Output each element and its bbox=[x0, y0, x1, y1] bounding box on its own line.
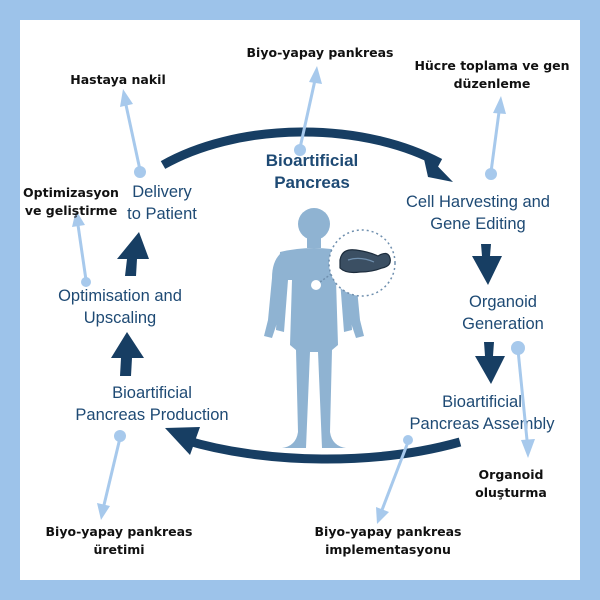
annotation-uretimi-line-1: Biyo-yapay pankreas bbox=[46, 524, 193, 539]
annotation-hucre-toplama-line-1: Hücre toplama ve gen bbox=[414, 58, 569, 73]
annotation-optimizasyon-line-1: Optimizasyon bbox=[23, 185, 119, 200]
stage-delivery-line-2: to Patient bbox=[127, 205, 197, 223]
cycle-arrow-up-1 bbox=[111, 332, 144, 376]
pancreas-icon bbox=[339, 249, 391, 274]
annotation-optimizasyon-line-2: ve geliştirme bbox=[25, 203, 117, 218]
annotation-implementasyonu-line-2: implementasyonu bbox=[325, 542, 451, 557]
title-line-2: Pancreas bbox=[274, 173, 350, 192]
stage-optimisation-line-2: Upscaling bbox=[84, 309, 156, 327]
bioartificial-pancreas-diagram: Bioartificial Pancreas Cell Harvesting a… bbox=[23, 45, 570, 557]
annotation-organoid-olusturma-line-1: Organoid bbox=[479, 467, 544, 482]
annotation-implementasyonu-line-1: Biyo-yapay pankreas bbox=[315, 524, 462, 539]
cycle-arc-top bbox=[160, 127, 443, 169]
annotation-organoid-olusturma-line-2: oluşturma bbox=[475, 485, 547, 500]
stage-organoid-generation-line-1: Organoid bbox=[469, 293, 537, 311]
cycle-arrowhead-bottom bbox=[165, 427, 200, 455]
stage-delivery-line-1: Delivery bbox=[132, 183, 192, 201]
cycle-arc-bottom bbox=[183, 435, 462, 464]
stage-assembly-line-2: Pancreas Assembly bbox=[410, 415, 556, 433]
cycle-arrow-down-1 bbox=[472, 244, 502, 285]
zoom-connector bbox=[319, 271, 335, 283]
cycle-arrow-down-2 bbox=[475, 342, 505, 384]
pancreas-location-dot bbox=[311, 280, 321, 290]
stage-organoid-generation-line-2: Generation bbox=[462, 315, 544, 333]
cycle-arrows bbox=[111, 127, 505, 464]
stage-production-line-1: Bioartificial bbox=[112, 384, 192, 402]
annotation-hucre-toplama-line-2: düzenleme bbox=[454, 76, 531, 91]
stage-cell-harvesting-line-2: Gene Editing bbox=[430, 215, 525, 233]
title-line-1: Bioartificial bbox=[266, 151, 359, 170]
annotation-hastaya-nakil: Hastaya nakil bbox=[70, 72, 166, 87]
stage-optimisation-line-1: Optimisation and bbox=[58, 287, 182, 305]
stage-cell-harvesting-line-1: Cell Harvesting and bbox=[406, 193, 550, 211]
stage-production-line-2: Pancreas Production bbox=[75, 406, 228, 424]
cycle-arrow-up-2 bbox=[117, 232, 149, 276]
diagram-canvas: Bioartificial Pancreas Cell Harvesting a… bbox=[20, 20, 580, 580]
pancreas-detail bbox=[347, 257, 375, 263]
annotation-uretimi-line-2: üretimi bbox=[93, 542, 144, 557]
stage-assembly-line-1: Bioartificial bbox=[442, 393, 522, 411]
annotation-biyo-yapay-pankreas: Biyo-yapay pankreas bbox=[247, 45, 394, 60]
callout-arrows bbox=[72, 66, 535, 524]
cycle-arrowhead-top bbox=[422, 150, 453, 182]
